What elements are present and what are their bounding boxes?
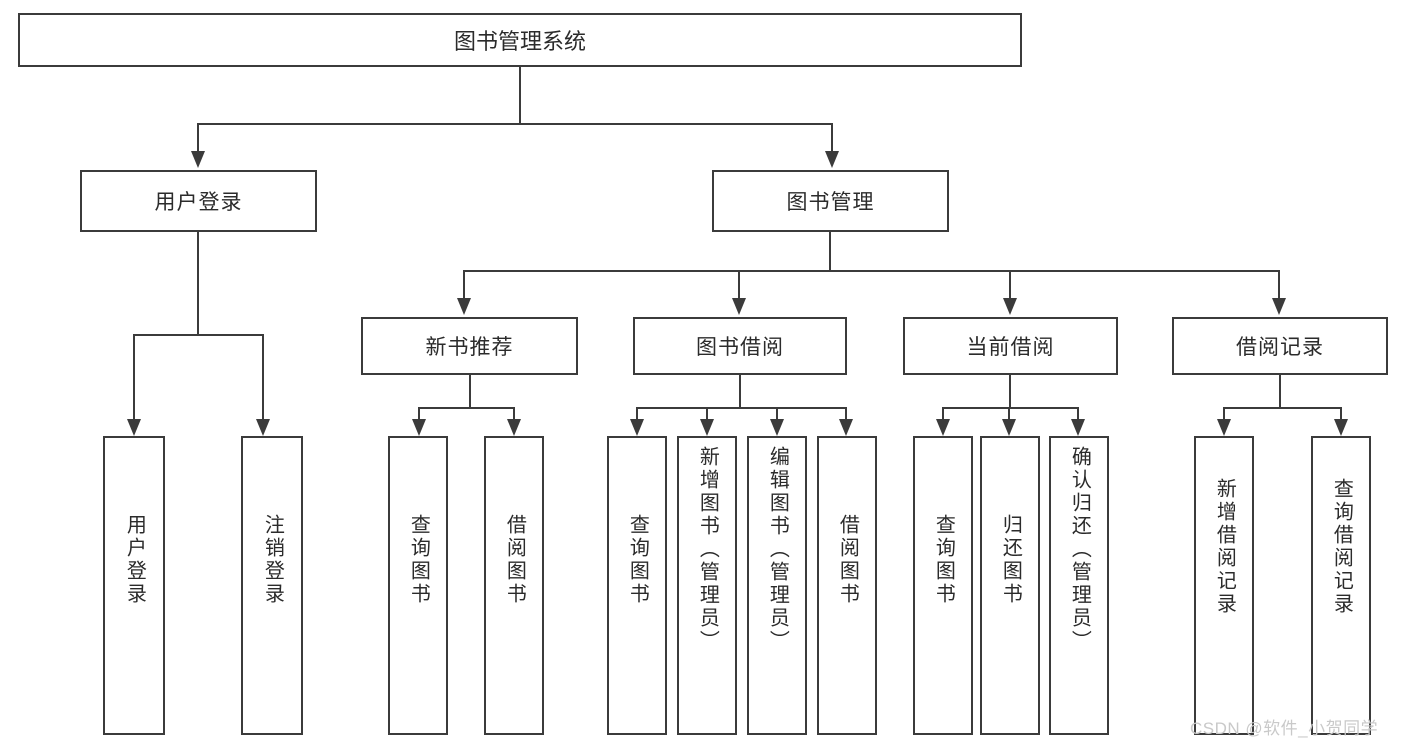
connector-level2-bus <box>463 270 1280 272</box>
arrow-user-login-leaf-1 <box>256 419 270 436</box>
leaf-borrow-record-0[interactable]: 新增借阅记录 <box>1194 436 1254 735</box>
connector-new-book-leaf-1 <box>513 407 515 419</box>
arrow-book-borrow-leaf-1 <box>700 419 714 436</box>
connector-book-borrow-leaf-3 <box>845 407 847 419</box>
arrow-to-current-borrow <box>1003 298 1017 315</box>
leaf-current-borrow-0[interactable]: 查询图书 <box>913 436 973 735</box>
arrow-new-book-leaf-0 <box>412 419 426 436</box>
arrow-book-borrow-leaf-0 <box>630 419 644 436</box>
connector-borrow-record-stem <box>1279 375 1281 409</box>
node-label: 当前借阅 <box>966 336 1055 359</box>
arrow-borrow-record-leaf-1 <box>1334 419 1348 436</box>
node-label: 图书管理 <box>786 191 875 214</box>
connector-current-borrow-stem <box>1009 375 1011 409</box>
connector-to-book-management <box>831 123 833 151</box>
connector-to-current-borrow <box>1009 270 1011 300</box>
node-current-borrow[interactable]: 当前借阅 <box>903 317 1118 375</box>
node-book-borrow[interactable]: 图书借阅 <box>633 317 847 375</box>
leaf-book-borrow-2[interactable]: 编辑图书（管理员） <box>747 436 807 735</box>
connector-root-stem <box>519 67 521 124</box>
leaf-label: 新增借阅记录 <box>1213 478 1236 616</box>
node-label: 图书管理系统 <box>453 29 586 54</box>
node-label: 用户登录 <box>154 191 243 214</box>
arrow-new-book-leaf-1 <box>507 419 521 436</box>
arrow-to-book-management <box>825 151 839 168</box>
arrow-to-book-borrow <box>732 298 746 315</box>
connector-book-management-stem <box>829 232 831 272</box>
connector-new-book-leaf-0 <box>418 407 420 419</box>
node-label: 新书推荐 <box>425 336 514 359</box>
arrow-borrow-record-leaf-0 <box>1217 419 1231 436</box>
leaf-label: 借阅图书 <box>836 514 859 606</box>
arrow-current-borrow-leaf-0 <box>936 419 950 436</box>
arrow-book-borrow-leaf-2 <box>770 419 784 436</box>
arrow-current-borrow-leaf-2 <box>1071 419 1085 436</box>
connector-to-book-borrow <box>738 270 740 300</box>
leaf-new-book-0[interactable]: 查询图书 <box>388 436 448 735</box>
connector-book-borrow-leaf-2 <box>776 407 778 419</box>
node-new-book-recommend[interactable]: 新书推荐 <box>361 317 578 375</box>
leaf-label: 归还图书 <box>999 514 1022 606</box>
node-label: 图书借阅 <box>696 336 784 359</box>
leaf-borrow-record-1[interactable]: 查询借阅记录 <box>1311 436 1371 735</box>
connector-user-login-leaf-0 <box>133 334 135 419</box>
leaf-book-borrow-3[interactable]: 借阅图书 <box>817 436 877 735</box>
arrow-current-borrow-leaf-1 <box>1002 419 1016 436</box>
connector-book-borrow-stem <box>739 375 741 409</box>
connector-new-book-stem <box>469 375 471 409</box>
connector-current-borrow-bus <box>942 407 1078 409</box>
leaf-label: 编辑图书（管理员） <box>766 446 789 653</box>
csdn-watermark: CSDN @软件_小贺同学 <box>1190 714 1378 739</box>
connector-to-borrow-record <box>1278 270 1280 300</box>
leaf-book-borrow-0[interactable]: 查询图书 <box>607 436 667 735</box>
connector-level1-bus <box>197 123 833 125</box>
leaf-new-book-1[interactable]: 借阅图书 <box>484 436 544 735</box>
connector-to-new-book <box>463 270 465 300</box>
connector-current-borrow-leaf-0 <box>942 407 944 419</box>
connector-to-user-login <box>197 123 199 151</box>
leaf-book-borrow-1[interactable]: 新增图书（管理员） <box>677 436 737 735</box>
connector-current-borrow-leaf-1 <box>1008 407 1010 419</box>
connector-book-borrow-bus <box>636 407 847 409</box>
leaf-label: 注销登录 <box>261 514 284 606</box>
connector-user-login-leaf-1 <box>262 334 264 419</box>
leaf-label: 新增图书（管理员） <box>696 446 719 653</box>
node-root-book-management-system[interactable]: 图书管理系统 <box>18 13 1022 67</box>
arrow-to-borrow-record <box>1272 298 1286 315</box>
leaf-label: 借阅图书 <box>503 514 526 606</box>
leaf-current-borrow-1[interactable]: 归还图书 <box>980 436 1040 735</box>
arrow-to-new-book <box>457 298 471 315</box>
leaf-label: 用户登录 <box>123 514 146 606</box>
watermark-text: CSDN @软件_小贺同学 <box>1190 719 1379 738</box>
arrow-to-user-login <box>191 151 205 168</box>
connector-current-borrow-leaf-2 <box>1077 407 1079 419</box>
node-label: 借阅记录 <box>1236 336 1324 359</box>
leaf-label: 查询借阅记录 <box>1330 478 1353 616</box>
leaf-user-login-1[interactable]: 注销登录 <box>241 436 303 735</box>
node-borrow-record[interactable]: 借阅记录 <box>1172 317 1388 375</box>
connector-book-borrow-leaf-1 <box>706 407 708 419</box>
connector-user-login-bus <box>133 334 264 336</box>
connector-user-login-stem <box>197 232 199 336</box>
node-user-login[interactable]: 用户登录 <box>80 170 317 232</box>
node-book-management[interactable]: 图书管理 <box>712 170 949 232</box>
leaf-label: 确认归还（管理员） <box>1068 446 1091 653</box>
leaf-label: 查询图书 <box>626 514 649 606</box>
connector-borrow-record-leaf-0 <box>1223 407 1225 419</box>
arrow-book-borrow-leaf-3 <box>839 419 853 436</box>
connector-borrow-record-bus <box>1223 407 1342 409</box>
leaf-label: 查询图书 <box>932 514 955 606</box>
arrow-user-login-leaf-0 <box>127 419 141 436</box>
leaf-current-borrow-2[interactable]: 确认归还（管理员） <box>1049 436 1109 735</box>
leaf-user-login-0[interactable]: 用户登录 <box>103 436 165 735</box>
connector-borrow-record-leaf-1 <box>1340 407 1342 419</box>
leaf-label: 查询图书 <box>407 514 430 606</box>
connector-book-borrow-leaf-0 <box>636 407 638 419</box>
connector-new-book-bus <box>418 407 515 409</box>
